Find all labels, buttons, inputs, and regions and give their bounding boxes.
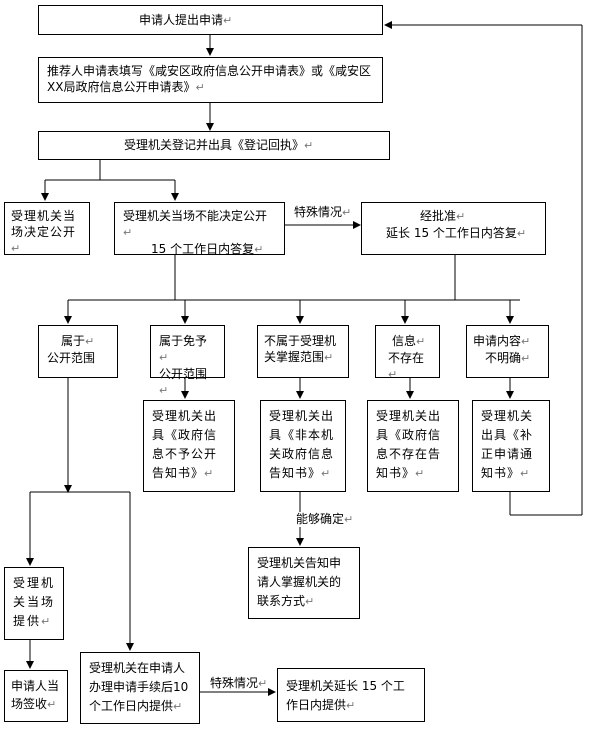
- decide-now-text: 受理机关当场决定公开: [11, 209, 77, 239]
- cat-notheld-line1: 不属于受理机: [264, 334, 337, 348]
- out-notheld-box: 受理机关出具《非本机关政府信息告知书》↵: [260, 400, 346, 492]
- can-confirm-label: 能够确定↵: [296, 512, 354, 527]
- return-mark: ↵: [305, 595, 315, 608]
- decide-later-box: 受理机关当场不能决定公开↵ 15 个工作日内答复↵: [114, 202, 285, 256]
- return-mark: ↵: [159, 384, 169, 397]
- return-mark: ↵: [415, 467, 426, 480]
- return-mark: ↵: [321, 467, 332, 480]
- return-mark: ↵: [521, 352, 531, 365]
- return-mark: ↵: [254, 243, 264, 256]
- extend-line2: 延长 15 个工作日内答复: [386, 226, 517, 240]
- return-mark: ↵: [342, 206, 352, 219]
- return-mark: ↵: [173, 700, 183, 713]
- return-mark: ↵: [304, 139, 314, 152]
- out-exempt-text: 受理机关出具《政府信息不予公开告知书》: [152, 409, 218, 480]
- step-apply: 申请人提出申请↵: [38, 5, 383, 35]
- cat-public-line2: 公开范围: [47, 351, 96, 365]
- out-noinfo-box: 受理机关出具《政府信息不存在告知书》↵: [367, 400, 459, 492]
- return-mark: ↵: [223, 14, 233, 27]
- can-confirm-text: 能够确定: [296, 512, 345, 526]
- cat-unclear-line1: 申请内容: [473, 334, 522, 348]
- return-mark: ↵: [456, 210, 466, 223]
- return-mark: ↵: [388, 368, 398, 381]
- extend-box: 经批准↵ 延长 15 个工作日内答复↵: [361, 202, 546, 255]
- special-label-2-text: 特殊情况: [210, 676, 259, 690]
- return-mark: ↵: [521, 335, 531, 348]
- provide-onsite-box: 受理机关当场提供↵: [4, 567, 64, 640]
- out-unclear-box: 受理机关出具《补正申请通知书》↵: [472, 400, 550, 492]
- out-notheld-text: 受理机关出具《非本机关政府信息告知书》: [269, 409, 335, 480]
- cat-unclear-box: 申请内容↵ 不明确↵: [466, 325, 549, 378]
- return-mark: ↵: [159, 351, 169, 364]
- return-mark: ↵: [346, 699, 356, 712]
- decide-later-line2: 15 个工作日内答复: [151, 242, 255, 256]
- step-apply-text: 申请人提出申请: [139, 13, 224, 27]
- extend-provide-text: 受理机关延长 15 个工作日内提供: [286, 679, 405, 712]
- cat-unclear-line2: 不明确: [485, 351, 522, 365]
- cat-notheld-box: 不属于受理机 关掌握范围↵: [257, 325, 349, 378]
- return-mark: ↵: [516, 227, 527, 240]
- out-noinfo-text: 受理机关出具《政府信息不存在告知书》: [376, 409, 442, 480]
- extend-provide-box: 受理机关延长 15 个工作日内提供↵: [277, 668, 425, 722]
- return-mark: ↵: [324, 351, 334, 364]
- cat-public-box: 属于↵ 公开范围: [38, 325, 118, 378]
- cat-exempt-box: 属于免予 ↵ 公开范围 ↵: [150, 325, 225, 397]
- decide-later-line1: 受理机关当场不能决定公开: [123, 209, 268, 223]
- return-mark: ↵: [123, 226, 133, 239]
- cat-noinfo-line2: 不存在: [388, 351, 425, 365]
- sign-onsite-box: 申请人当场签收↵: [4, 670, 68, 722]
- cat-exempt-line1: 属于免予: [159, 334, 208, 348]
- cat-exempt-line2: 公开范围: [159, 367, 208, 381]
- inform-contact-box: 受理机关告知申请人掌握机关的联系方式↵: [248, 547, 360, 619]
- return-mark: ↵: [85, 335, 95, 348]
- step-fill-form: 推荐人申请表填写《咸安区政府信息公开申请表》或《咸安区XX局政府信息公开申请表》…: [38, 57, 383, 103]
- cat-noinfo-line1: 信息: [392, 334, 417, 348]
- out-unclear-text: 受理机关出具《补正申请通知书》: [481, 409, 534, 480]
- return-mark: ↵: [258, 677, 268, 690]
- return-mark: ↵: [520, 467, 531, 480]
- provide-onsite-text: 受理机关当场提供: [13, 576, 56, 628]
- provide-10days-box: 受理机关在申请人办理申请手续后10个工作日内提供↵: [80, 652, 200, 724]
- special-label-1: 特殊情况↵: [294, 205, 352, 220]
- return-mark: ↵: [195, 81, 205, 94]
- extend-line1: 经批准: [420, 209, 457, 223]
- sign-onsite-text: 申请人当场签收: [11, 679, 60, 711]
- cat-public-line1: 属于: [61, 334, 86, 348]
- cat-noinfo-box: 信息↵ 不存在↵: [375, 325, 440, 381]
- special-label-1-text: 特殊情况: [294, 205, 343, 219]
- step-register: 受理机关登记并出具《登记回执》↵: [38, 131, 390, 160]
- cat-notheld-line2: 关掌握范围: [264, 350, 325, 364]
- return-mark: ↵: [204, 467, 215, 480]
- step-fill-form-text: 推荐人申请表填写《咸安区政府信息公开申请表》或《咸安区XX局政府信息公开申请表》: [47, 64, 372, 94]
- special-label-2: 特殊情况↵: [210, 676, 268, 691]
- step-register-text: 受理机关登记并出具《登记回执》: [124, 138, 305, 152]
- return-mark: ↵: [11, 242, 22, 255]
- return-mark: ↵: [41, 615, 53, 628]
- provide-10days-text: 受理机关在申请人办理申请手续后10个工作日内提供: [89, 661, 189, 713]
- return-mark: ↵: [416, 335, 426, 348]
- decide-now-box: 受理机关当场决定公开 ↵: [4, 202, 90, 255]
- return-mark: ↵: [344, 513, 354, 526]
- return-mark: ↵: [47, 698, 57, 711]
- out-exempt-box: 受理机关出具《政府信息不予公开告知书》↵: [143, 400, 235, 492]
- inform-contact-text: 受理机关告知申请人掌握机关的联系方式: [257, 556, 342, 608]
